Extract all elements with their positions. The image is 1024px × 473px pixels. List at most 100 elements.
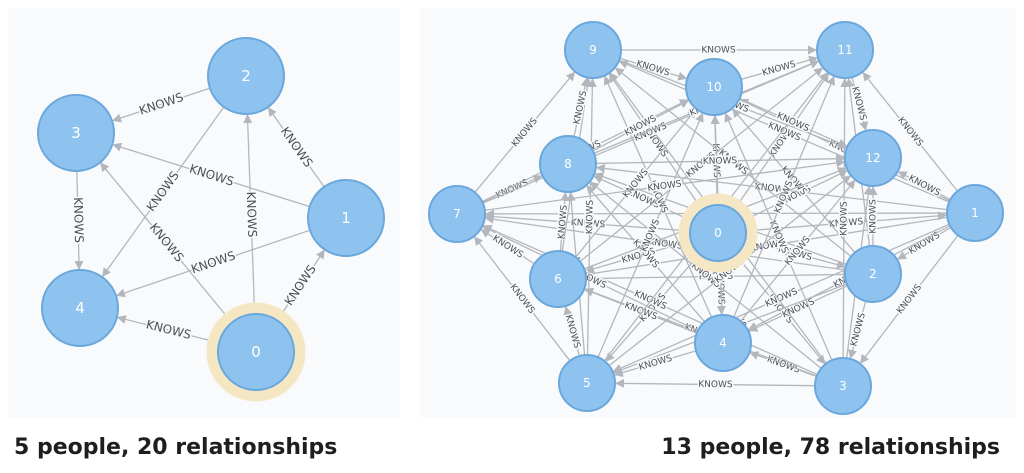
edge-large-5-6 [563, 305, 581, 357]
edge-large-1-11 [862, 71, 959, 192]
node-label: 11 [837, 43, 852, 57]
node-label: 9 [589, 43, 597, 57]
edge-large-1-5 [612, 223, 950, 373]
node-small-2[interactable] [207, 37, 285, 115]
edge-label: KNOWS [585, 199, 596, 234]
edge-label: KNOWS [869, 199, 879, 234]
node-label: 3 [71, 124, 81, 142]
edge-large-3-5 [614, 378, 816, 388]
edge-large-7-9 [474, 71, 576, 193]
node-label: 8 [564, 157, 572, 171]
edge-large-2-10 [732, 108, 856, 254]
edge-large-3-11 [840, 77, 850, 359]
node-large-4[interactable] [694, 314, 752, 372]
edge-large-11-12 [851, 76, 869, 131]
node-large-11[interactable] [816, 21, 874, 79]
edge-large-1-3 [859, 234, 959, 364]
edge-large-2-7 [484, 214, 846, 271]
edge-large-0-7 [484, 212, 691, 232]
edge-large-3-8 [589, 181, 822, 369]
edge-label: KNOWS [244, 191, 260, 237]
node-label: 1 [971, 206, 979, 220]
edge-large-5-7 [474, 236, 571, 362]
edge-large-5-12 [608, 175, 851, 367]
edge-large-4-8 [586, 185, 706, 323]
node-label: 5 [583, 376, 591, 390]
node-large-6[interactable] [529, 250, 587, 308]
node-label: 3 [839, 379, 847, 393]
node-small-3[interactable] [37, 94, 115, 172]
node-large-7[interactable] [428, 185, 486, 243]
node-large-10[interactable] [685, 58, 743, 116]
edge-large-4-7 [482, 226, 699, 332]
edge-large-6-8 [559, 191, 570, 252]
node-label: 12 [865, 151, 880, 165]
edge-large-3-10 [724, 112, 833, 361]
edge-large-9-10 [619, 57, 688, 81]
node-label: 6 [554, 272, 562, 286]
edge-small-2-3 [112, 87, 211, 123]
edge-large-1-12 [897, 171, 951, 201]
node-large-1[interactable] [946, 184, 1004, 242]
edge-label: KNOWS [829, 217, 864, 230]
node-label: 0 [251, 343, 261, 361]
edge-large-0-12 [742, 170, 848, 222]
edge-large-8-12 [595, 154, 846, 165]
edge-large-4-12 [740, 179, 856, 322]
edge-large-4-5 [613, 350, 697, 377]
node-large-12[interactable] [844, 129, 902, 187]
edge-large-2-3 [848, 300, 867, 359]
edge-large-2-9 [614, 67, 852, 258]
node-small-0[interactable] [217, 313, 295, 391]
node-label: 2 [869, 267, 877, 281]
edge-label: KNOWS [557, 204, 570, 239]
edge-large-7-12 [484, 158, 846, 211]
edge-small-2-4 [102, 106, 225, 278]
edge-large-7-8 [482, 175, 543, 204]
edge-large-0-1 [745, 211, 948, 232]
edge-label: KNOWS [570, 218, 605, 231]
edge-small-1-3 [112, 142, 310, 208]
large-graph: KNOWSKNOWSKNOWSKNOWSKNOWSKNOWSKNOWSKNOWS… [428, 21, 1004, 415]
edge-small-0-3 [100, 162, 233, 324]
edge-large-1-8 [595, 163, 948, 211]
node-large-2[interactable] [844, 245, 902, 303]
edge-large-0-11 [733, 73, 830, 211]
small-graph-caption: 5 people, 20 relationships [14, 435, 337, 460]
edge-large-0-9 [608, 73, 703, 211]
edge-small-3-4 [74, 170, 84, 271]
node-label: 0 [714, 226, 722, 240]
edge-label: KNOWS [71, 197, 86, 243]
node-large-5[interactable] [558, 354, 616, 412]
node-label: 1 [341, 209, 351, 227]
node-label: 4 [719, 336, 727, 350]
node-label: 10 [706, 80, 721, 94]
node-large-9[interactable] [564, 21, 622, 79]
edge-large-6-11 [579, 67, 824, 263]
node-small-4[interactable] [41, 269, 119, 347]
edge-large-10-11 [740, 55, 819, 81]
node-large-8[interactable] [539, 135, 597, 193]
edge-large-8-10 [592, 99, 690, 152]
edge-label: KNOWS [701, 46, 736, 56]
edge-small-1-4 [115, 229, 311, 298]
edge-large-2-6 [585, 273, 846, 283]
node-large-0[interactable] [689, 204, 747, 262]
edge-large-7-11 [482, 60, 820, 204]
edge-large-10-12 [739, 97, 848, 148]
edge-large-6-10 [575, 108, 697, 258]
node-small-1[interactable] [307, 179, 385, 257]
node-label: 7 [453, 207, 461, 221]
edge-large-1-2 [897, 226, 952, 260]
edge-small-0-1 [276, 249, 325, 321]
edge-label: KNOWS [703, 156, 738, 167]
edge-label: KNOWS [714, 270, 726, 305]
edge-large-0-5 [605, 253, 701, 362]
edge-large-4-9 [603, 75, 713, 318]
edge-large-4-6 [584, 288, 698, 334]
node-large-3[interactable] [814, 357, 872, 415]
edge-small-1-2 [267, 107, 325, 188]
